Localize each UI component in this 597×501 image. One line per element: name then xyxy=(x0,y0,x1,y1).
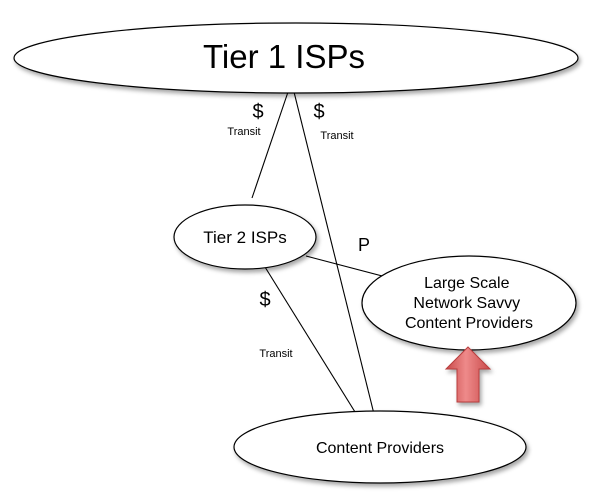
large-cp-line-1: Large Scale xyxy=(424,275,509,292)
tier1-content-dollar: $ xyxy=(313,101,324,123)
node-content-providers: Content Providers xyxy=(233,410,527,484)
edge-tier2-large-content-providers xyxy=(305,255,387,278)
svg-text:Large Scale Network Savv: Large Scale Network Savvy Content Provid… xyxy=(405,275,533,332)
tier1-tier2-transit-label: Transit xyxy=(227,126,260,138)
node-tier1-isps: Tier 1 ISPs xyxy=(13,22,579,94)
node-tier2-isps: Tier 2 ISPs xyxy=(173,204,317,270)
content-providers-label: Content Providers xyxy=(316,440,444,457)
edge-tier1-tier2 xyxy=(251,91,289,199)
tier2-content-transit-label: Transit xyxy=(259,348,292,360)
tier2-large-peering-label: P xyxy=(358,235,370,255)
up-arrow-icon xyxy=(444,346,492,403)
edge-tier2-content-providers xyxy=(264,266,361,421)
edge-tier1-content-providers xyxy=(293,91,376,419)
node-large-scale-content-providers: Large Scale Network Savvy Content Provid… xyxy=(361,255,577,351)
large-cp-line-3: Content Providers xyxy=(405,315,533,332)
tier1-tier2-dollar: $ xyxy=(252,101,263,123)
tier2-label: Tier 2 ISPs xyxy=(203,228,286,247)
tier1-label: Tier 1 ISPs xyxy=(203,38,365,75)
tier2-content-dollar: $ xyxy=(259,289,270,311)
large-cp-line-2: Network Savvy xyxy=(413,295,520,312)
tier1-content-transit-label: Transit xyxy=(320,130,353,142)
